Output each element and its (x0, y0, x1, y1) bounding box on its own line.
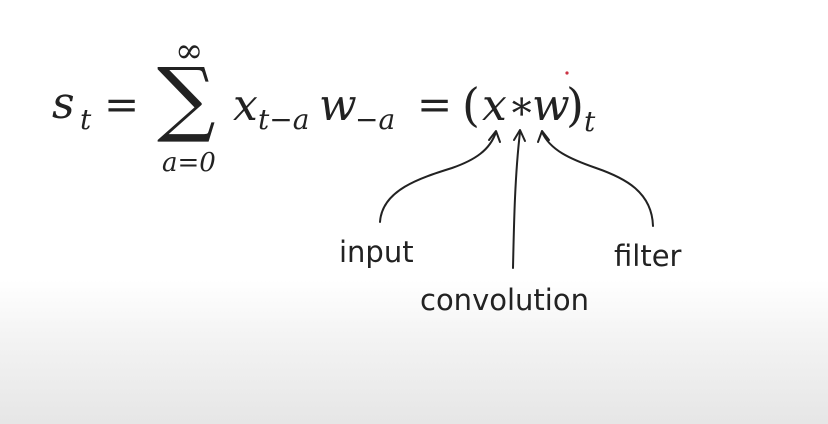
stray-dot (565, 71, 569, 75)
input-arrow (379, 131, 497, 223)
input-term-variable: x (233, 80, 258, 131)
input-label: input (339, 235, 414, 269)
convolution-filter-variable: w (532, 80, 570, 131)
equals-sign-1: = (104, 80, 140, 129)
right-parenthesis: ) (566, 78, 584, 132)
lhs-subscript: t (80, 103, 92, 136)
left-parenthesis: ( (462, 78, 480, 132)
summation-upper-limit: ∞ (175, 31, 204, 71)
filter-label: filter (614, 239, 682, 273)
lhs-variable: s (52, 78, 75, 129)
filter-arrow (541, 131, 654, 227)
convolution-arrow (512, 131, 521, 269)
convolution-input-variable: x (482, 80, 507, 131)
equals-sign-2: = (417, 80, 453, 129)
filter-term-subscript: −a (355, 103, 396, 136)
summation-lower-limit: a=0 (162, 148, 216, 178)
convolution-label: convolution (420, 283, 589, 317)
convolution-arrowhead (513, 129, 526, 142)
summation-symbol: ∑ (157, 51, 216, 146)
convolution-operator: ∗ (508, 83, 536, 129)
input-arrowhead (488, 130, 501, 143)
filter-arrowhead (537, 130, 550, 143)
result-subscript: t (584, 105, 596, 138)
filter-term-variable: w (319, 80, 357, 131)
input-term-subscript: t−a (258, 103, 310, 136)
